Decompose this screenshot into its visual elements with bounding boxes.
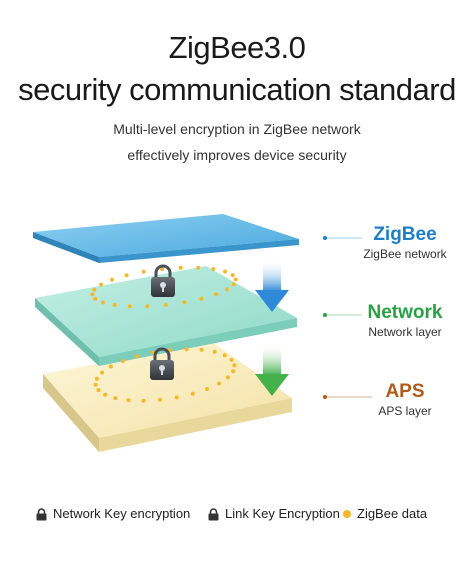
data-dot xyxy=(103,392,108,397)
data-dot xyxy=(108,364,113,369)
layer-label-zigbee: ZigBee ZigBee network xyxy=(355,224,455,262)
legend-zigbee-data: ZigBee data xyxy=(343,504,427,524)
title-line-1: ZigBee3.0 xyxy=(168,30,306,65)
data-dot xyxy=(94,376,99,381)
network-plate xyxy=(35,266,297,366)
padlock-icon xyxy=(151,264,175,297)
data-dot xyxy=(196,265,201,270)
data-dot xyxy=(232,363,237,368)
data-dot xyxy=(178,265,183,270)
layer-desc: Network layer xyxy=(368,325,442,339)
connector-network xyxy=(323,313,362,317)
data-dot xyxy=(112,303,117,307)
data-dot xyxy=(212,349,217,354)
data-dot xyxy=(231,369,236,374)
data-dot-ring-aps xyxy=(93,347,237,403)
data-dot xyxy=(211,267,216,271)
layer-name: ZigBee xyxy=(373,224,437,245)
zigbee-plate xyxy=(33,214,299,263)
data-dot xyxy=(145,304,150,309)
data-dot xyxy=(126,398,131,403)
data-dot xyxy=(158,397,162,402)
data-dot xyxy=(163,302,168,307)
data-dot xyxy=(141,398,146,403)
layer-name: APS xyxy=(385,381,425,402)
data-dot-ring-network xyxy=(90,265,238,309)
data-dot xyxy=(229,357,234,362)
layer-label-network: Network Network layer xyxy=(355,302,455,340)
data-dot xyxy=(135,354,140,359)
data-dot xyxy=(205,387,210,391)
data-dot xyxy=(100,370,105,375)
layer-name: Network xyxy=(367,302,443,323)
data-dot xyxy=(231,282,236,287)
data-dot xyxy=(127,304,132,309)
data-dot xyxy=(190,391,195,396)
padlock-icon xyxy=(36,507,47,520)
data-dot xyxy=(174,395,179,400)
data-dot xyxy=(199,296,204,301)
data-dot xyxy=(233,277,238,282)
layer-desc: APS layer xyxy=(378,404,432,418)
data-dot xyxy=(160,267,165,272)
data-dot xyxy=(99,282,103,287)
data-dot xyxy=(120,359,125,363)
legend-link-key: Link Key Encryption xyxy=(208,504,340,524)
data-dot xyxy=(214,292,218,297)
data-dot xyxy=(182,300,187,305)
subtitle-line-2: effectively improves device security xyxy=(127,147,347,163)
data-dot xyxy=(222,353,227,358)
data-dot xyxy=(217,381,222,386)
connector-aps xyxy=(323,395,372,399)
connector-zigbee xyxy=(323,236,362,240)
legend-label: ZigBee data xyxy=(357,506,428,521)
data-dot xyxy=(92,287,97,292)
data-dot xyxy=(100,300,105,305)
data-dot xyxy=(96,388,101,393)
subtitle-line-1: Multi-level encryption in ZigBee network xyxy=(113,121,361,137)
data-dot xyxy=(141,269,146,274)
data-dot xyxy=(225,375,230,380)
legend-label: Link Key Encryption xyxy=(225,506,340,521)
layer-desc: ZigBee network xyxy=(363,247,447,261)
data-dot xyxy=(93,296,98,301)
legend-network-key: Network Key encryption xyxy=(36,504,190,524)
data-dot xyxy=(90,292,95,297)
aps-plate xyxy=(43,342,292,452)
data-dot xyxy=(199,347,204,352)
data-dot xyxy=(230,273,235,278)
arrow-network-to-aps xyxy=(255,346,289,396)
data-dot xyxy=(223,269,228,274)
data-dot xyxy=(113,396,118,401)
legend-label: Network Key encryption xyxy=(53,506,191,521)
padlock-icon xyxy=(208,507,219,520)
layer-label-aps: APS APS layer xyxy=(355,381,455,419)
arrow-zigbee-to-network xyxy=(255,262,289,312)
title-line-2: security communication standard xyxy=(18,72,456,107)
data-dot xyxy=(124,273,129,278)
padlock-icon xyxy=(150,347,174,380)
data-dot xyxy=(225,287,229,292)
data-dot xyxy=(184,347,189,352)
data-dot xyxy=(93,382,98,387)
data-dot xyxy=(110,277,114,282)
data-dot-icon xyxy=(343,510,351,518)
